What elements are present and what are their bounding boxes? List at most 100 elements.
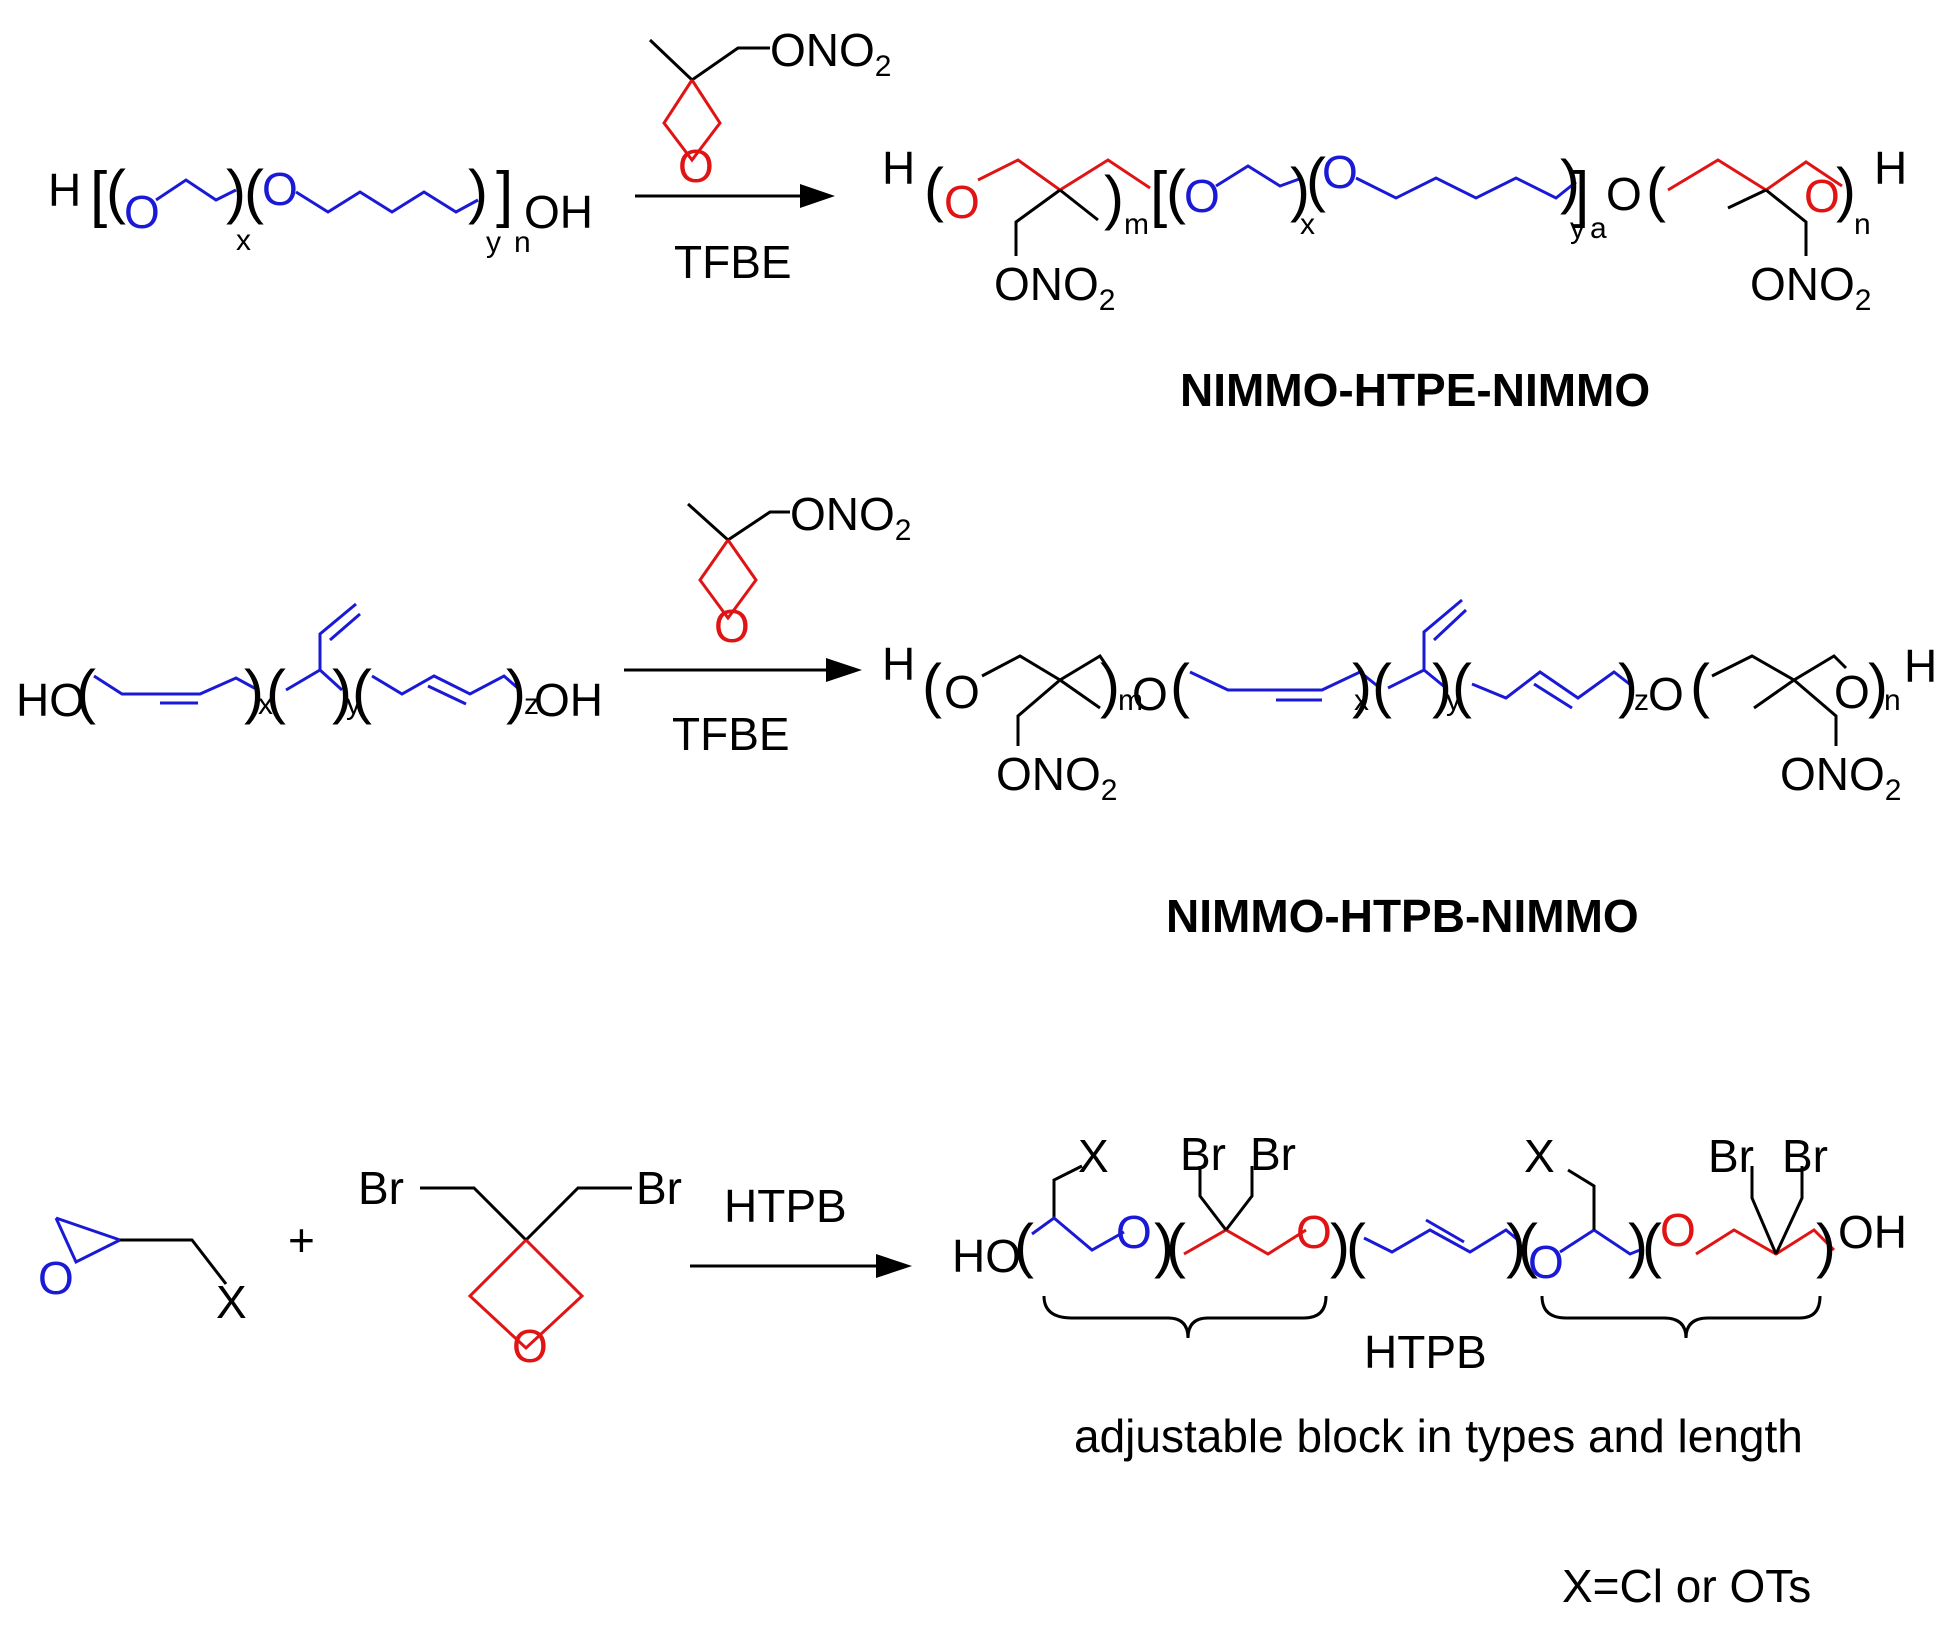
reagent-label: TFBE — [674, 236, 792, 288]
subscript-x: x — [1354, 684, 1369, 717]
paren-open: ( — [1642, 1212, 1662, 1279]
nitrate-label: ONO2 — [996, 748, 1117, 807]
product-name-1: NIMMO-HTPE-NIMMO — [1180, 364, 1650, 416]
paren-open: ( — [1166, 1212, 1186, 1279]
paren-close-x: ) — [244, 658, 264, 725]
paren-close-y: ) — [332, 658, 352, 725]
bromine: Br — [358, 1162, 404, 1214]
bracket-close: ] — [496, 160, 513, 229]
paren-open-x: ( — [76, 658, 96, 725]
terminal-h: H — [882, 142, 915, 194]
arrow-head — [826, 658, 862, 682]
subscript-y: y — [1570, 212, 1585, 245]
epoxide-monomer: O X — [38, 1216, 247, 1328]
terminal-h: H — [48, 164, 81, 216]
product-name-2: NIMMO-HTPB-NIMMO — [1166, 890, 1639, 942]
bromine: Br — [636, 1162, 682, 1214]
nimmo-oxygen: O — [944, 176, 980, 228]
substituent-x: X — [1524, 1130, 1555, 1182]
terminal-h: H — [882, 638, 915, 690]
subscript-m: m — [1118, 684, 1143, 717]
epoxide-oxygen: O — [38, 1252, 74, 1304]
substituent-x: X — [1078, 1130, 1109, 1182]
bracket-open: [ — [90, 160, 107, 229]
oxetane-oxygen: O — [1296, 1206, 1332, 1258]
paren-close: ) — [1816, 1212, 1836, 1279]
paren-open-y: ( — [266, 658, 286, 725]
paren-close-m: ) — [1104, 164, 1124, 231]
terminal-ho: HO — [16, 674, 85, 726]
htpb-starting-material: HO ( ) x ( ) y ( ) z OH — [16, 602, 603, 726]
paren-close: ) — [1330, 1212, 1350, 1279]
oxetane-oxygen: O — [678, 140, 714, 192]
paren-close-n: ) — [1868, 652, 1888, 719]
oxetane-oxygen: O — [512, 1320, 548, 1372]
paren-close: ) — [1506, 1212, 1526, 1279]
left-curly-brace — [1042, 1295, 1328, 1339]
caption: adjustable block in types and length — [1074, 1410, 1803, 1462]
paren-close-y: ) — [1432, 652, 1452, 719]
terminal-oh: OH — [534, 674, 603, 726]
ether-oxygen: O — [1184, 170, 1220, 222]
bromine: Br — [1782, 1130, 1828, 1182]
paren-open-y: ( — [1306, 146, 1326, 213]
paren-close-n: ) — [1836, 156, 1856, 223]
bracket-open: [ — [1150, 160, 1167, 229]
paren-open: ( — [1518, 1212, 1538, 1279]
paren-open-n: ( — [1646, 156, 1666, 223]
paren-open-m: ( — [922, 652, 942, 719]
paren-open-n: ( — [1690, 652, 1710, 719]
subscript-z: z — [1634, 684, 1649, 717]
terminal-h: H — [1874, 142, 1907, 194]
subscript-n: n — [514, 226, 531, 259]
subscript-n: n — [1884, 684, 1901, 717]
nimmo-htpe-nimmo-product: H ( O ONO2 ) m [ ( O ) x ( O ) y ] a O (… — [882, 142, 1907, 317]
nimmo-htpb-nimmo-product: H ( O ONO2 ) m O ( ) x ( ) y ( ) z O ( O… — [882, 598, 1937, 807]
paren-open: ( — [1346, 1212, 1366, 1279]
bbmo-monomer: Br O Br — [358, 1162, 682, 1372]
htpb-label: HTPB — [1364, 1326, 1487, 1378]
paren-close-x: ) — [1352, 652, 1372, 719]
paren-open-z: ( — [352, 658, 372, 725]
paren-close-x: ) — [1290, 156, 1310, 223]
subscript-x: x — [258, 688, 273, 721]
ether-oxygen: O — [1322, 146, 1358, 198]
nimmo-oxygen: O — [1804, 170, 1840, 222]
bromine: Br — [1180, 1128, 1226, 1180]
paren-close: ) — [1154, 1212, 1174, 1279]
oxetane-oxygen: O — [1660, 1204, 1696, 1256]
subscript-y: y — [486, 226, 501, 259]
nitrate-label: ONO2 — [1780, 748, 1901, 807]
nimmo-oxygen: O — [944, 666, 980, 718]
paren-open-y: ( — [244, 158, 264, 225]
paren-open-z: ( — [1452, 652, 1472, 719]
terminal-oh: OH — [1838, 1206, 1907, 1258]
paren-open-x: ( — [106, 158, 126, 225]
terminal-oh: OH — [524, 186, 593, 238]
paren-close-z: ) — [1618, 652, 1638, 719]
nitrate-label: ONO2 — [994, 258, 1115, 317]
arrow-head — [876, 1254, 912, 1278]
substituent-x: X — [216, 1276, 247, 1328]
arrow-head — [800, 184, 835, 208]
bridging-oxygen: O — [1132, 668, 1168, 720]
paren-close-m: ) — [1100, 652, 1120, 719]
paren-open-x: ( — [1170, 652, 1190, 719]
subscript-y: y — [346, 688, 361, 721]
nimmo-oxygen: O — [1834, 666, 1870, 718]
subscript-n: n — [1854, 208, 1871, 241]
nimmo-monomer: O ONO2 — [686, 488, 911, 652]
bracket-close: ] — [1572, 160, 1589, 229]
paren-open-m: ( — [924, 156, 944, 223]
footnote: X=Cl or OTs — [1562, 1560, 1811, 1612]
subscript-m: m — [1124, 208, 1149, 241]
reagent-label: HTPB — [724, 1180, 847, 1232]
paren-open-x: ( — [1166, 158, 1186, 225]
bromine: Br — [1708, 1130, 1754, 1182]
ether-oxygen: O — [124, 186, 160, 238]
bromine: Br — [1250, 1128, 1296, 1180]
paren-open-y: ( — [1372, 652, 1392, 719]
paren-close-z: ) — [506, 658, 526, 725]
bridging-oxygen: O — [1648, 668, 1684, 720]
